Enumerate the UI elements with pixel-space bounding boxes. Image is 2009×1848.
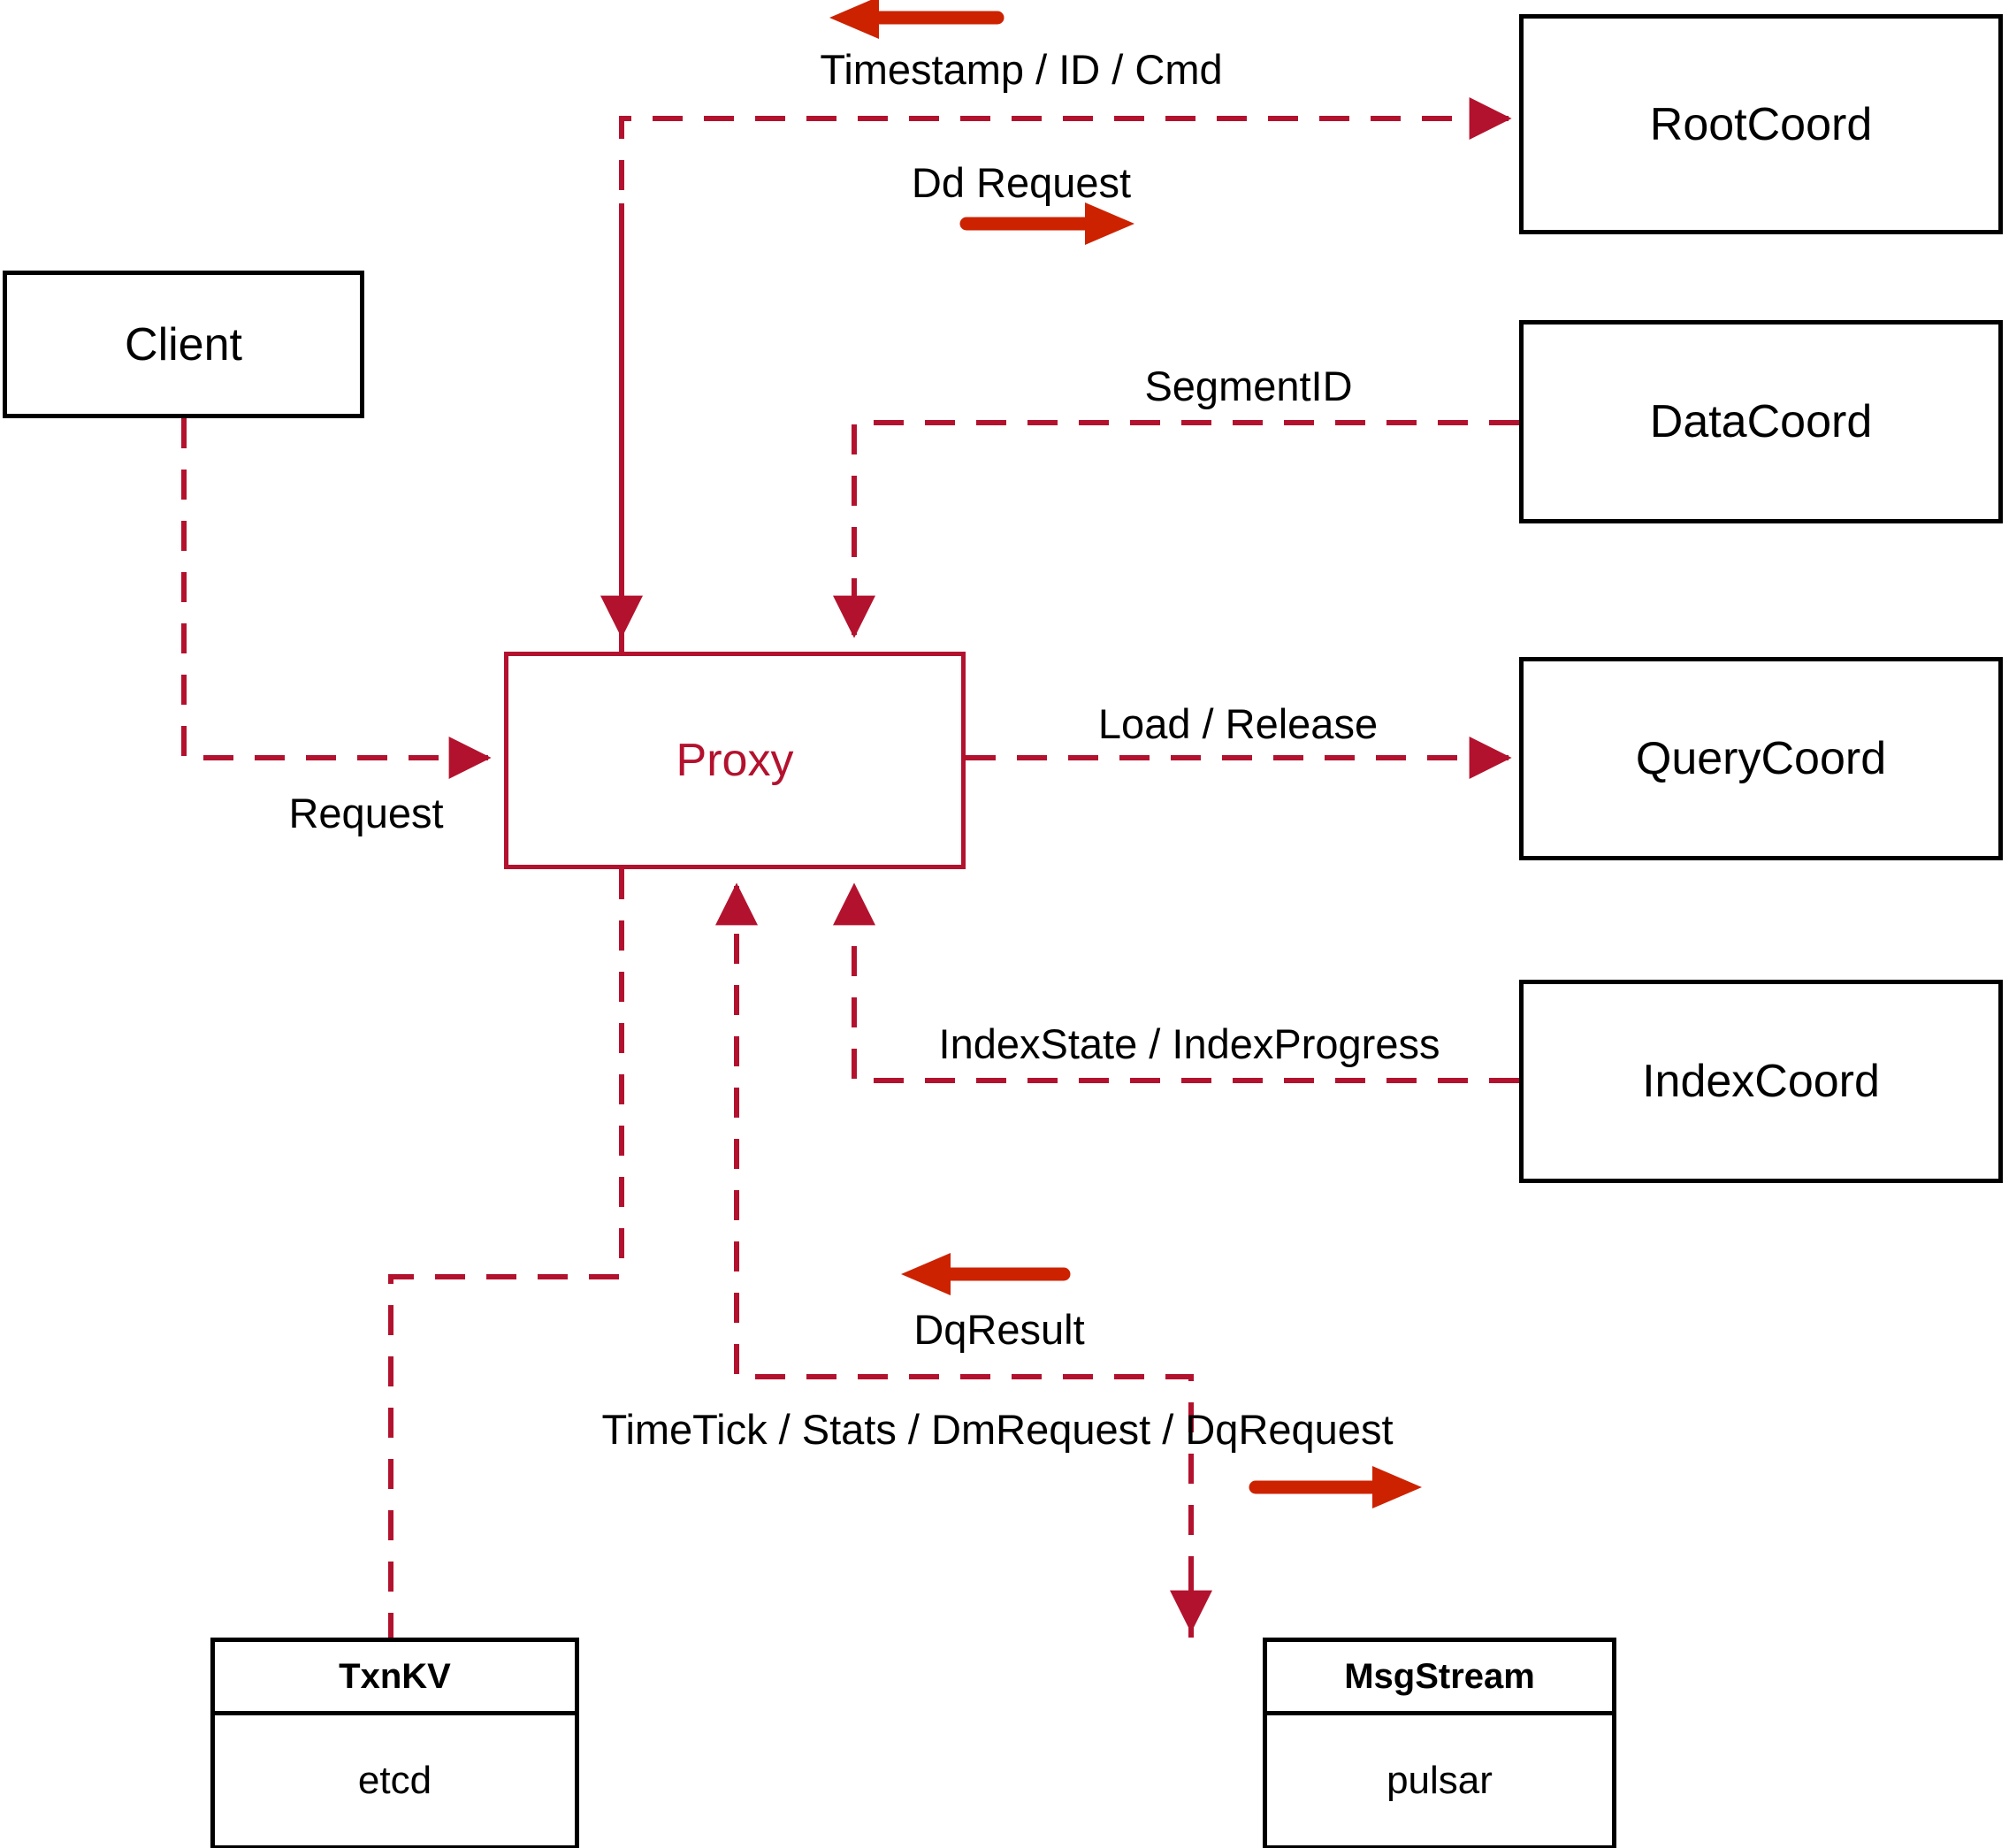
node-client-label: Client — [125, 318, 242, 370]
edge-datacoord-proxy — [833, 420, 1519, 638]
node-txnkv-header: TxnKV — [215, 1642, 575, 1715]
node-indexcoord[interactable]: IndexCoord — [1519, 980, 2003, 1183]
node-txnkv-body-label: etcd — [357, 1758, 432, 1802]
node-proxy-label: Proxy — [676, 735, 794, 786]
edge-label-dd-request: Dd Request — [911, 159, 1132, 206]
edge-client-proxy — [181, 418, 492, 779]
edge-proxy-rootcoord — [600, 97, 1512, 652]
node-msgstream-header-label: MsgStream — [1344, 1656, 1535, 1696]
direction-arrow-timestamp — [829, 0, 1004, 39]
node-rootcoord-label: RootCoord — [1649, 98, 1873, 150]
direction-arrow-dq-result — [901, 1253, 1071, 1295]
edge-label-request: Request — [288, 790, 444, 836]
node-querycoord-label: QueryCoord — [1635, 733, 1887, 784]
node-datacoord-label: DataCoord — [1649, 396, 1873, 447]
node-msgstream-body-label: pulsar — [1386, 1758, 1493, 1802]
edge-proxy-txnkv — [388, 869, 624, 1638]
edge-indexcoord-proxy — [833, 882, 1519, 1083]
edge-label-index-state-progress: IndexState / IndexProgress — [938, 1020, 1440, 1067]
direction-arrow-dm-dq-request — [1249, 1466, 1422, 1508]
node-indexcoord-label: IndexCoord — [1642, 1056, 1880, 1107]
node-txnkv-header-label: TxnKV — [339, 1656, 451, 1696]
node-msgstream-header: MsgStream — [1267, 1642, 1612, 1715]
edge-label-load-release: Load / Release — [1097, 700, 1379, 747]
edge-label-dq-result: DqResult — [913, 1306, 1085, 1353]
node-proxy[interactable]: Proxy — [504, 652, 966, 869]
node-txnkv-body: etcd — [215, 1715, 575, 1845]
node-querycoord[interactable]: QueryCoord — [1519, 657, 2003, 860]
edge-msgstream-proxy — [715, 882, 1212, 1638]
node-rootcoord[interactable]: RootCoord — [1519, 14, 2003, 234]
node-datacoord[interactable]: DataCoord — [1519, 320, 2003, 523]
node-txnkv[interactable]: TxnKV etcd — [210, 1638, 579, 1848]
node-client[interactable]: Client — [3, 271, 364, 418]
edge-label-timetick-stats-dm-dq: TimeTick / Stats / DmRequest / DqRequest — [601, 1406, 1394, 1453]
edge-label-timestamp-id-cmd: Timestamp / ID / Cmd — [820, 46, 1223, 93]
edge-label-segment-id: SegmentID — [1144, 363, 1353, 409]
node-msgstream-body: pulsar — [1267, 1715, 1612, 1845]
node-msgstream[interactable]: MsgStream pulsar — [1263, 1638, 1616, 1848]
direction-arrow-dd-request — [959, 202, 1134, 245]
